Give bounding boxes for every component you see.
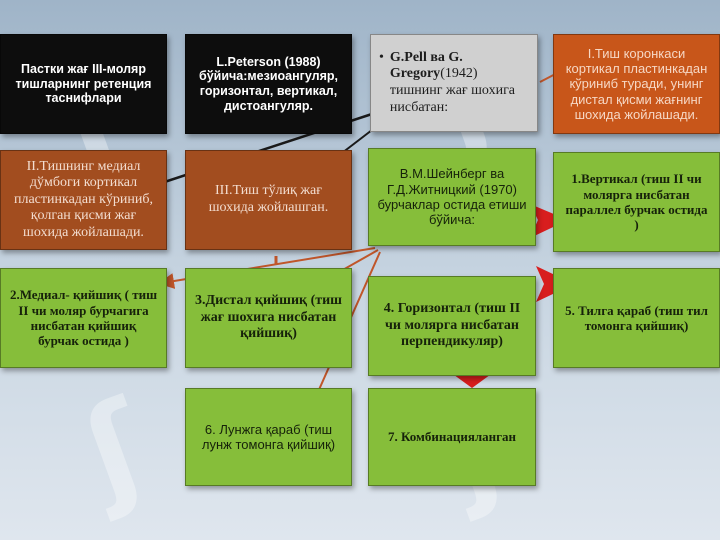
- medial-oblique-text: 2.Медиал- қийшиқ ( тиш II чи моляр бурча…: [9, 287, 158, 349]
- buccal-text: 6. Лунжга қараб (тиш лунж томонга қийшиқ…: [201, 421, 336, 452]
- medial-oblique-box: 2.Медиал- қийшиқ ( тиш II чи моляр бурча…: [0, 268, 167, 368]
- peterson-text: L.Peterson (1988) бўйича:мезиоангуляр, г…: [199, 54, 338, 113]
- vertical-text: 1.Вертикал (тиш II чи молярга нисбатан п…: [565, 171, 708, 233]
- lingual-text: 5. Тилга қараб (тиш тил томонга қийшиқ): [565, 302, 708, 333]
- buccal-box: 6. Лунжга қараб (тиш лунж томонга қийшиқ…: [185, 388, 352, 486]
- combined-box: 7. Комбинацияланган: [368, 388, 536, 486]
- sheinberg-text: В.М.Шейнберг ва Г.Д.Житницкий (1970) бур…: [377, 166, 527, 228]
- pell-gregory-rest: (1942) тишнинг жағ шохига нисбатан:: [389, 66, 516, 115]
- classification-title-text: Пастки жағ III-моляр тишларнинг ретенция…: [15, 61, 152, 106]
- class-two-box: II.Тишнинг медиал дўмбоги кортикал пласт…: [0, 150, 167, 250]
- bullet-mark: •: [379, 49, 384, 65]
- pell-gregory-box: • G.Pell ва G. Gregory(1942) тишнинг жағ…: [370, 34, 538, 132]
- horizontal-text: 4. Горизонтал (тиш II чи молярга нисбата…: [383, 301, 521, 350]
- red-arrow-to-b8: [530, 204, 568, 238]
- classification-title-box: Пастки жағ III-моляр тишларнинг ретенция…: [0, 34, 167, 134]
- class-two-text: II.Тишнинг медиал дўмбоги кортикал пласт…: [13, 158, 154, 240]
- distal-oblique-text: 3.Дистал қийшиқ (тиш жағ шохига нисбатан…: [194, 293, 342, 342]
- pell-gregory-authors: G.Pell ва G. Gregory: [389, 49, 463, 82]
- sheinberg-box: В.М.Шейнберг ва Г.Д.Житницкий (1970) бур…: [368, 148, 536, 246]
- combined-text: 7. Комбинацияланган: [387, 429, 517, 445]
- class-one-text: I.Тиш коронкаси кортикал пластинкадан кў…: [565, 45, 708, 122]
- class-three-text: III.Тиш тўлиқ жағ шохида жойлашган.: [208, 183, 329, 215]
- peterson-box: L.Peterson (1988) бўйича:мезиоангуляр, г…: [185, 34, 352, 134]
- lingual-box: 5. Тилга қараб (тиш тил томонга қийшиқ): [553, 268, 720, 368]
- class-three-box: III.Тиш тўлиқ жағ шохида жойлашган.: [185, 150, 352, 250]
- pell-gregory-text: G.Pell ва G. Gregory(1942) тишнинг жағ ш…: [390, 50, 529, 116]
- class-one-box: I.Тиш коронкаси кортикал пластинкадан кў…: [553, 34, 720, 134]
- distal-oblique-box: 3.Дистал қийшиқ (тиш жағ шохига нисбатан…: [185, 268, 352, 368]
- vertical-box: 1.Вертикал (тиш II чи молярга нисбатан п…: [553, 152, 720, 252]
- horizontal-box: 4. Горизонтал (тиш II чи молярга нисбата…: [368, 276, 536, 376]
